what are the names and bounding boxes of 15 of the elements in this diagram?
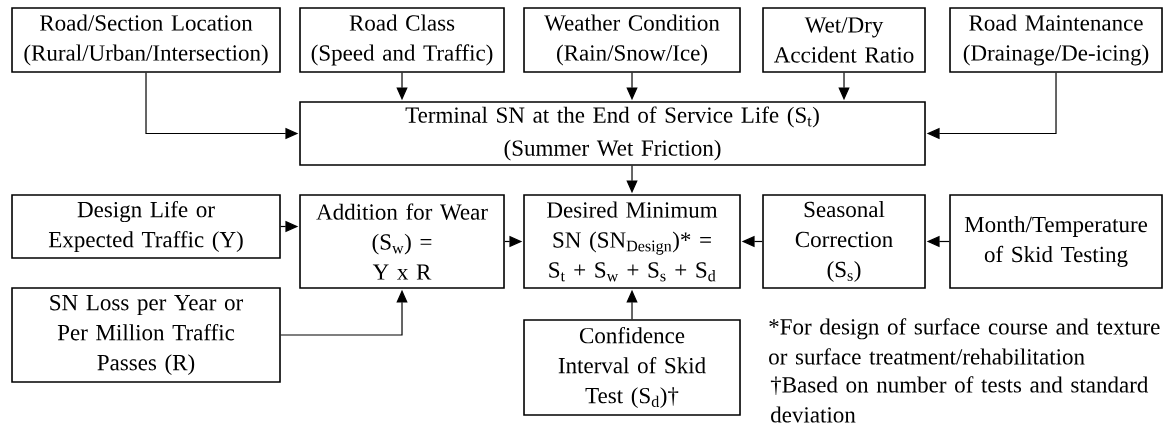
footnote: *For design of surface course and texture or surface treatment/rehabilitation (769, 318, 1160, 365)
process-box: Road Class (Speed and Traffic) (299, 7, 505, 73)
process-box: Road Maintenance (Drainage/De-icing) (949, 7, 1163, 73)
process-box: SN Loss per Year or Per Million Traffic Passes (R) (11, 287, 281, 383)
process-box: Desired Minimum SN (SN$_{Design}$)* = S$_{t}$ + S$_{w}$ + S$_{s}$ + S$_{d}$ (523, 194, 741, 289)
process-box: Confidence Interval of Skid Test (S$_{d}$)† (523, 319, 741, 416)
process-box: Terminal SN at the End of Service Life (S$_{t}$) (Summer Wet Friction) (299, 101, 926, 166)
process-box: Weather Condition (Rain/Snow/Ice) (523, 7, 741, 73)
process-box: Design Life or Expected Traffic (Y) (11, 194, 281, 259)
footnote: †Based on number of tests and standard deviation (770, 376, 1149, 423)
process-box: Seasonal Correction (S$_{s}$) (762, 194, 926, 289)
process-box: Addition for Wear (S$_{w}$) = Y x R (299, 194, 505, 289)
process-box: Month/Temperature of Skid Testing (949, 194, 1163, 289)
process-box: Road/Section Location (Rural/Urban/Intersection) (11, 7, 281, 73)
process-box: Wet/Dry Accident Ratio (762, 7, 926, 73)
